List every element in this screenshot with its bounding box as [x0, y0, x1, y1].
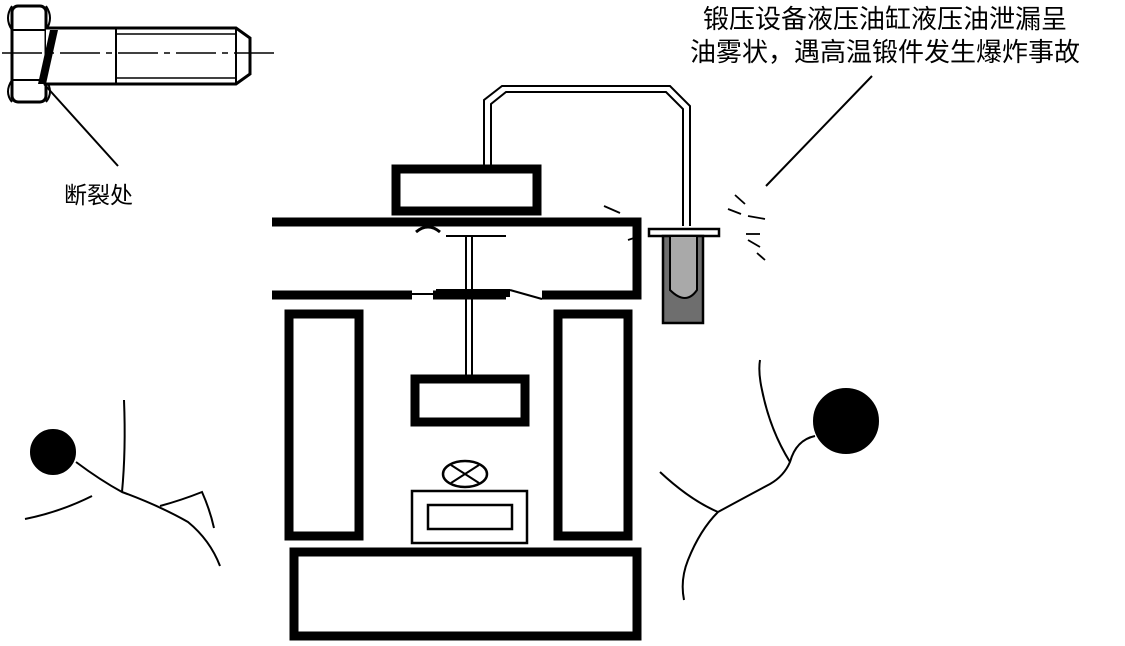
upper-beam — [272, 217, 642, 300]
fracture-mark — [38, 30, 58, 84]
accident-description-line-1: 锻压设备液压油缸液压油泄漏呈 — [702, 5, 1067, 35]
hydraulic-cylinder-block — [391, 164, 542, 216]
bolt-head — [7, 4, 51, 104]
accident-description: 锻压设备液压油缸液压油泄漏呈 油雾状，遇高温锻件发生爆炸事故 — [650, 4, 1120, 70]
lower-die — [410, 489, 529, 545]
fracture-point-label: 断裂处 — [64, 183, 133, 209]
left-column — [284, 309, 364, 541]
right-column — [553, 309, 633, 541]
fracture-leader — [43, 83, 119, 167]
press-base — [289, 547, 642, 641]
bolt-shank — [46, 26, 252, 86]
injured-worker-right — [659, 359, 879, 601]
injured-worker-left — [24, 399, 221, 567]
forging-press — [272, 164, 642, 641]
bolt-detail — [2, 4, 276, 167]
accident-leader — [765, 75, 873, 187]
hydraulic-oil-line — [483, 85, 691, 226]
press-ram — [410, 374, 530, 427]
piston-rod — [446, 235, 506, 376]
oil-mist-spray — [603, 194, 766, 261]
leaking-cylinder — [647, 227, 721, 325]
accident-description-line-2: 油雾状，遇高温锻件发生爆炸事故 — [689, 38, 1080, 68]
hot-forging — [441, 459, 489, 489]
